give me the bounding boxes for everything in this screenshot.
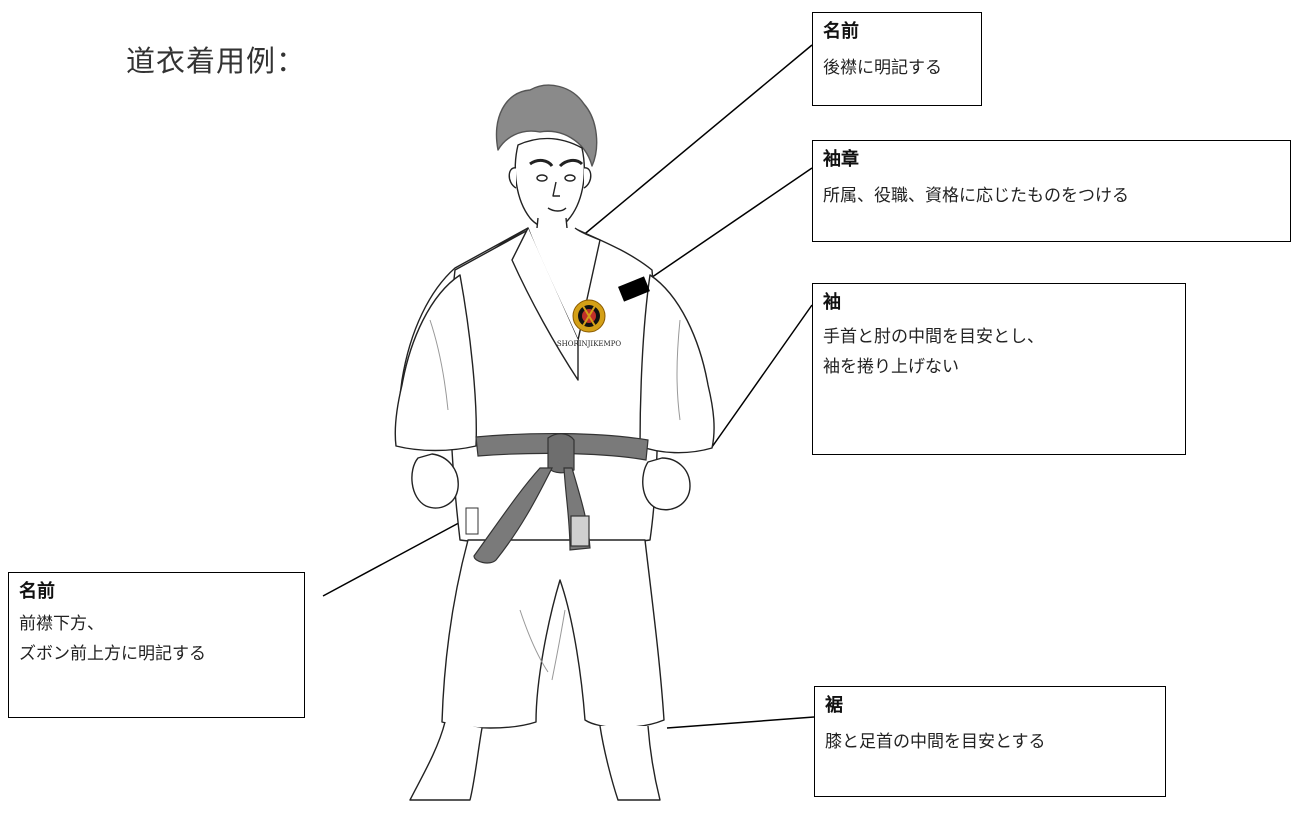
face-shape bbox=[514, 137, 585, 229]
left-eye bbox=[536, 174, 548, 182]
callout-text: 所属、役職、資格に応じたものをつける bbox=[823, 186, 1129, 206]
pants-fold-1 bbox=[519, 609, 549, 673]
leader-line-hem bbox=[666, 716, 815, 729]
lapel-left bbox=[511, 227, 579, 381]
right-eye bbox=[564, 174, 576, 182]
pants-fold-2 bbox=[551, 609, 566, 681]
sleeve-fold-left bbox=[429, 319, 449, 411]
callout-name-front: 名前 前襟下方、 ズボン前上方に明記する bbox=[8, 572, 305, 718]
left-sleeve bbox=[394, 274, 477, 452]
right-ear bbox=[583, 167, 592, 189]
callout-sleeve: 袖 手首と肘の中間を目安とし、 袖を捲り上げない bbox=[812, 283, 1186, 455]
right-eyebrow bbox=[558, 158, 584, 168]
belt-tail-left bbox=[473, 467, 553, 564]
leader-line-sleeve-badge bbox=[641, 167, 813, 285]
callout-text: 膝と足首の中間を目安とする bbox=[825, 732, 1046, 752]
leader-line-name-front bbox=[322, 517, 469, 597]
person-figure bbox=[394, 84, 715, 801]
callout-hem: 裾 膝と足首の中間を目安とする bbox=[814, 686, 1166, 797]
nose bbox=[552, 181, 560, 197]
left-fist bbox=[411, 453, 459, 509]
sleeve-fold-right bbox=[676, 319, 681, 421]
left-foot bbox=[409, 721, 483, 801]
front-name-patch bbox=[465, 507, 479, 535]
logo-cross bbox=[582, 305, 596, 327]
callout-heading: 名前 bbox=[823, 21, 859, 42]
callout-text: 袖を捲り上げない bbox=[823, 357, 959, 377]
callout-heading: 裾 bbox=[825, 695, 843, 716]
right-fist bbox=[642, 457, 691, 511]
callout-text: ズボン前上方に明記する bbox=[19, 644, 206, 664]
left-ear bbox=[508, 167, 517, 189]
callout-name-back: 名前 後襟に明記する bbox=[812, 12, 982, 106]
callout-heading: 袖 bbox=[823, 292, 841, 313]
callout-sleeve-badge: 袖章 所属、役職、資格に応じたものをつける bbox=[812, 140, 1291, 242]
belt-name-patch bbox=[570, 515, 590, 547]
callout-heading: 袖章 bbox=[823, 149, 859, 170]
leader-line-sleeve bbox=[711, 304, 813, 448]
belt-knot bbox=[547, 433, 575, 474]
leader-line-name-back bbox=[574, 44, 813, 243]
hair-shape bbox=[495, 84, 598, 167]
pants bbox=[441, 539, 665, 729]
callout-heading: 名前 bbox=[19, 581, 55, 602]
logo-text: SHORINJIKEMPO bbox=[557, 340, 622, 348]
left-eyebrow bbox=[529, 158, 554, 167]
right-foot bbox=[599, 725, 661, 801]
belt bbox=[473, 432, 649, 564]
shorinji-kempo-logo bbox=[572, 299, 606, 333]
sleeve-badge bbox=[618, 276, 650, 302]
callout-text: 前襟下方、 bbox=[19, 614, 104, 634]
page-title: 道衣着用例： bbox=[126, 44, 307, 78]
mouth bbox=[547, 207, 567, 212]
callout-text: 手首と肘の中間を目安とし、 bbox=[823, 327, 1044, 347]
callout-text: 後襟に明記する bbox=[823, 58, 942, 78]
